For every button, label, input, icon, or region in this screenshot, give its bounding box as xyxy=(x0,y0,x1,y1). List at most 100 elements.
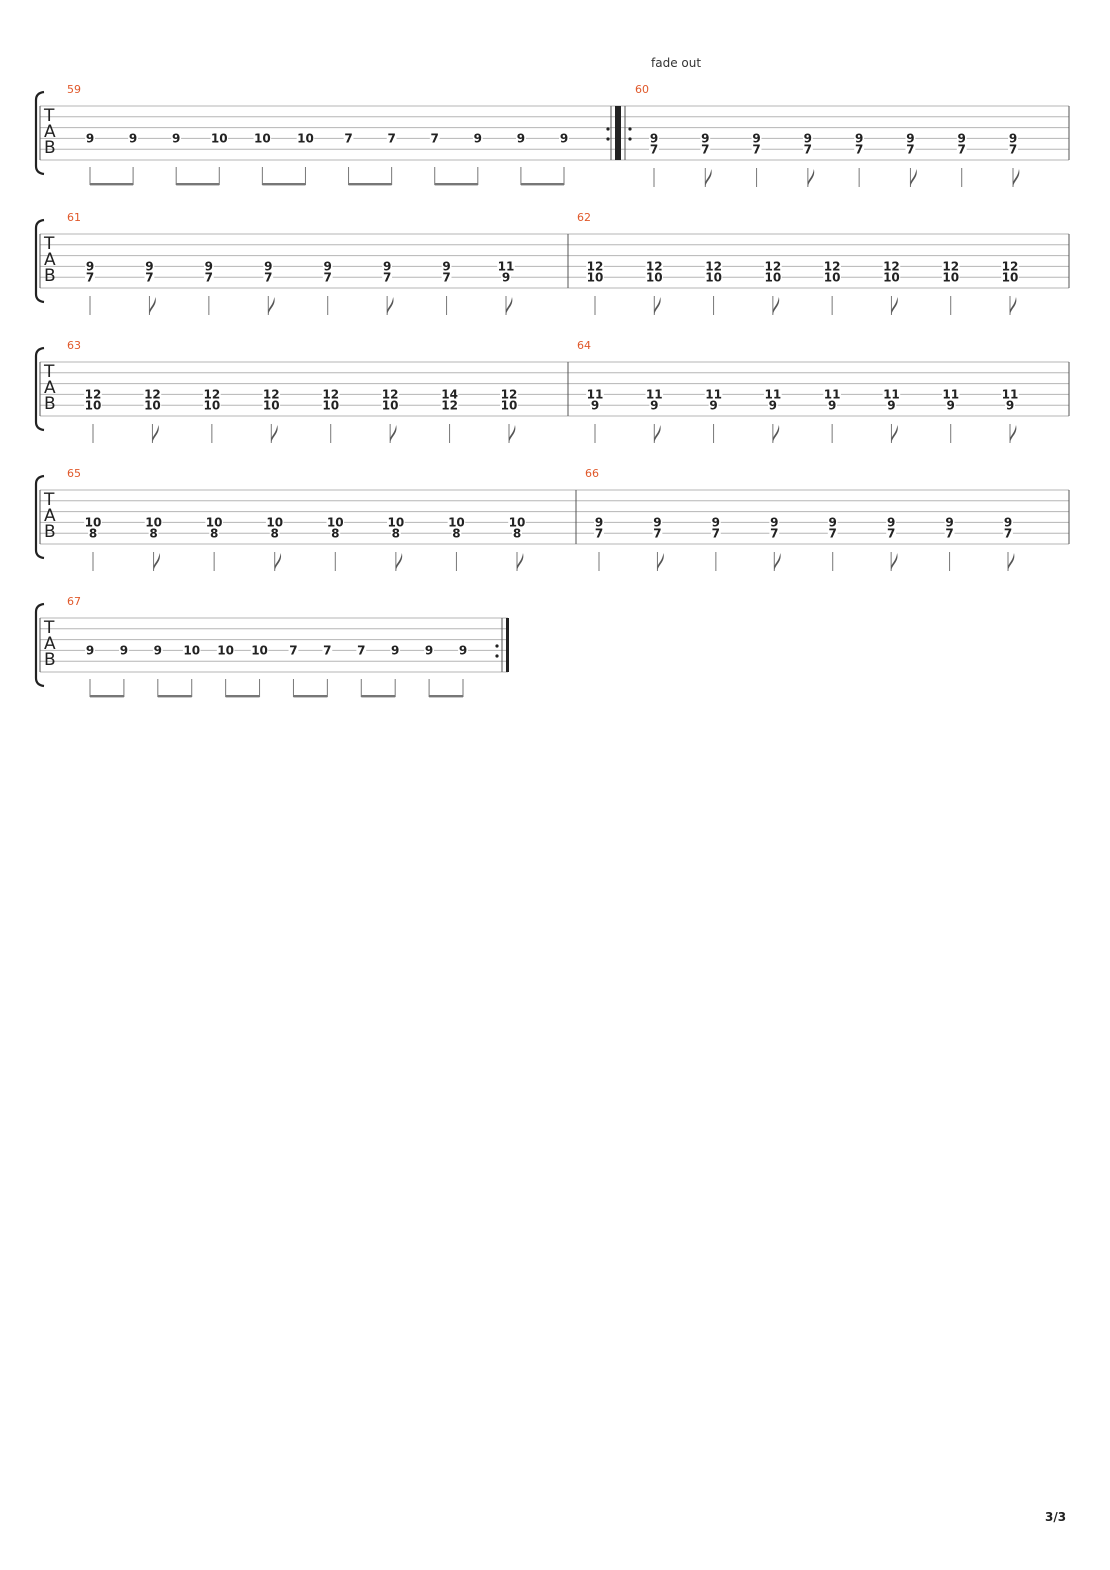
fret-number: 10 xyxy=(254,132,271,146)
note-7: 97 xyxy=(441,260,452,315)
fret-number: 7 xyxy=(289,644,297,658)
fret-backdrop xyxy=(767,399,778,411)
fret-backdrop xyxy=(886,399,897,411)
repeat-dot xyxy=(628,127,632,131)
fret-number: 9 xyxy=(120,644,128,658)
fret-backdrop xyxy=(710,516,721,528)
fret-number: 12 xyxy=(263,388,280,402)
note-beam xyxy=(90,183,134,186)
measure-number: 62 xyxy=(577,211,591,224)
fret-number: 7 xyxy=(145,271,153,285)
fret-backdrop xyxy=(322,271,333,283)
fret-number: 7 xyxy=(86,271,94,285)
fret-backdrop xyxy=(704,271,723,283)
note-8: 108 xyxy=(508,516,526,571)
tab-clef-letter: B xyxy=(44,650,56,670)
measure-number: 65 xyxy=(67,467,81,480)
note-12: 9 xyxy=(458,644,468,697)
fret-number: 10 xyxy=(183,644,200,658)
fret-number: 12 xyxy=(942,260,959,274)
fret-number: 9 xyxy=(264,260,272,274)
eighth-flag xyxy=(910,169,917,187)
fret-backdrop xyxy=(704,388,723,400)
fret-number: 12 xyxy=(85,388,102,402)
fret-backdrop xyxy=(704,260,723,272)
system-bracket xyxy=(34,346,45,432)
fret-backdrop xyxy=(263,271,274,283)
repeat-dot xyxy=(628,137,632,141)
fret-backdrop xyxy=(944,516,955,528)
tab-system: TAB6312101210121012101210121014121210641… xyxy=(34,339,1070,443)
fret-backdrop xyxy=(645,388,664,400)
fret-backdrop xyxy=(708,399,719,411)
tab-system: TAB6197979797979797119621210121012101210… xyxy=(34,211,1070,315)
fret-number: 9 xyxy=(1006,399,1014,413)
fret-number: 9 xyxy=(770,516,778,530)
tab-clef-letter: A xyxy=(44,250,56,270)
fret-number: 9 xyxy=(86,132,94,146)
note-6: 97 xyxy=(382,260,394,315)
fret-backdrop xyxy=(886,527,897,539)
fret-number: 9 xyxy=(129,132,137,146)
fret-number: 7 xyxy=(595,527,603,541)
note-11: 9 xyxy=(516,132,526,185)
system-bracket xyxy=(34,602,45,688)
fret-backdrop xyxy=(262,388,281,400)
fret-backdrop xyxy=(645,260,664,272)
fret-number: 9 xyxy=(769,399,777,413)
note-11: 9 xyxy=(424,644,434,697)
fret-backdrop xyxy=(143,388,162,400)
tab-clef-letter: T xyxy=(43,362,55,382)
fret-number: 9 xyxy=(205,260,213,274)
system-bracket xyxy=(34,90,45,176)
note-7: 97 xyxy=(944,516,955,571)
fret-backdrop xyxy=(590,399,600,411)
note-6: 108 xyxy=(387,516,405,571)
fret-number: 7 xyxy=(650,143,658,157)
fret-number: 7 xyxy=(431,132,439,146)
fret-backdrop xyxy=(84,388,102,400)
note-3: 97 xyxy=(751,132,762,187)
eighth-flag xyxy=(1013,169,1020,187)
fret-backdrop xyxy=(769,516,780,528)
fret-number: 7 xyxy=(906,143,914,157)
note-12: 9 xyxy=(559,132,569,185)
note-4: 10 xyxy=(210,132,229,185)
note-1: 97 xyxy=(85,260,95,315)
note-5: 97 xyxy=(854,132,865,187)
note-2: 9 xyxy=(119,644,129,697)
fret-number: 10 xyxy=(509,516,526,530)
repeat-barline xyxy=(615,106,618,160)
note-beam xyxy=(348,183,392,186)
fret-number: 9 xyxy=(86,260,94,274)
fret-backdrop xyxy=(1005,399,1015,411)
note-1: 119 xyxy=(586,388,604,443)
fret-number: 10 xyxy=(85,399,102,413)
tab-clef-letter: A xyxy=(44,506,56,526)
fret-number: 7 xyxy=(264,271,272,285)
note-8: 97 xyxy=(1008,132,1020,187)
fret-backdrop xyxy=(1003,527,1013,539)
fret-backdrop xyxy=(769,527,780,539)
fret-number: 11 xyxy=(883,388,900,402)
fret-number: 12 xyxy=(883,260,900,274)
measure-number: 66 xyxy=(585,467,599,480)
fret-number: 9 xyxy=(425,644,433,658)
note-6: 119 xyxy=(882,388,901,443)
note-beam xyxy=(262,183,306,186)
fret-backdrop xyxy=(144,271,155,283)
fret-number: 9 xyxy=(829,516,837,530)
note-4: 119 xyxy=(764,388,782,443)
note-2: 9 xyxy=(128,132,138,185)
fret-backdrop xyxy=(500,399,518,411)
fret-number: 9 xyxy=(653,516,661,530)
fret-backdrop xyxy=(649,132,659,144)
fret-number: 7 xyxy=(344,132,352,146)
note-2: 119 xyxy=(645,388,664,443)
fret-backdrop xyxy=(203,271,214,283)
fret-backdrop xyxy=(649,143,659,155)
fret-number: 10 xyxy=(206,516,223,530)
